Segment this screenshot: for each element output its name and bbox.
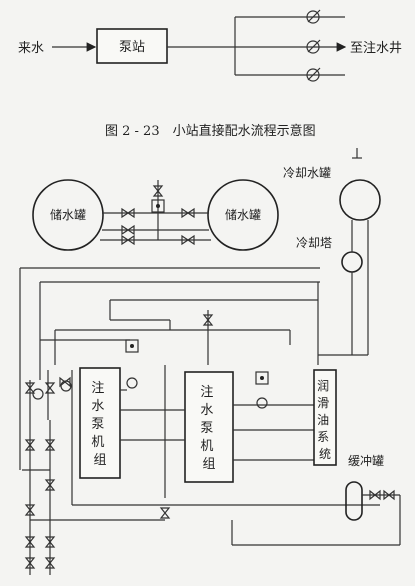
pressure-gauge-icon bbox=[126, 377, 138, 389]
gate-valve-icon bbox=[152, 185, 164, 197]
lube-char: 润 bbox=[317, 379, 329, 393]
lube-char: 滑 bbox=[317, 396, 329, 410]
pump-unit-2-char: 水 bbox=[200, 403, 213, 418]
pump-unit-1-char: 泵 bbox=[91, 417, 104, 432]
gate-valve-icon bbox=[121, 234, 135, 246]
storage-tank-left-label: 储水罐 bbox=[50, 207, 86, 222]
top-flow: 来水 泵站 至注水井 bbox=[18, 9, 402, 82]
gate-valve-icon bbox=[24, 382, 36, 394]
gate-valve-icon bbox=[44, 439, 56, 451]
pump-station-label: 泵站 bbox=[119, 40, 145, 55]
lube-char: 系 bbox=[317, 430, 329, 444]
buffer-tank-label: 缓冲罐 bbox=[348, 453, 384, 468]
gate-valve-icon bbox=[181, 234, 195, 246]
pump-station-box bbox=[96, 28, 168, 64]
lube-system-label: 润 滑 油 系 统 bbox=[317, 379, 333, 461]
gate-valve-icon bbox=[159, 507, 171, 519]
gate-valve-icon bbox=[202, 314, 214, 326]
buffer-tank bbox=[345, 481, 363, 521]
pump-unit-2-label: 注 水 泵 机 组 bbox=[200, 385, 217, 472]
gate-valve-icon bbox=[369, 489, 381, 501]
gate-valve-icon bbox=[44, 382, 56, 394]
flow-meter-icon bbox=[306, 9, 321, 24]
pump-unit-1-label: 注 水 泵 机 组 bbox=[91, 381, 108, 468]
lube-char: 统 bbox=[319, 447, 331, 461]
inflow-label: 来水 bbox=[18, 41, 44, 56]
cooling-tower-label: 冷却塔 bbox=[296, 236, 332, 250]
outflow-label: 至注水井 bbox=[350, 41, 402, 56]
meter-box-icon bbox=[125, 339, 139, 353]
cooling-tower bbox=[341, 251, 363, 273]
pump-unit-1-char: 注 bbox=[91, 381, 104, 396]
storage-tank-left bbox=[32, 179, 104, 251]
gate-valve-icon bbox=[44, 557, 56, 569]
meter-box-icon bbox=[151, 199, 165, 213]
gate-valve-icon bbox=[44, 479, 56, 491]
injection-pump-unit-2 bbox=[184, 371, 234, 483]
gate-valve-icon bbox=[59, 376, 71, 388]
cooling-water-tank-label: 冷却水罐 bbox=[283, 166, 331, 180]
gate-valve-icon bbox=[44, 536, 56, 548]
injection-pump-unit-1 bbox=[79, 367, 121, 479]
lube-char: 油 bbox=[317, 413, 329, 427]
pump-unit-2-char: 注 bbox=[200, 385, 213, 400]
gate-valve-icon bbox=[24, 536, 36, 548]
main-flow-diagram: 储水罐 储水罐 冷却水罐 冷却塔 bbox=[19, 148, 401, 575]
pressure-gauge-icon bbox=[32, 388, 44, 400]
pump-unit-2-char: 泵 bbox=[200, 421, 213, 436]
lube-oil-system bbox=[313, 369, 337, 466]
gate-valve-icon bbox=[24, 557, 36, 569]
pressure-gauge-icon bbox=[256, 397, 268, 409]
cooling-water-tank bbox=[339, 179, 381, 221]
gate-valve-icon bbox=[24, 439, 36, 451]
meter-box-icon bbox=[255, 371, 269, 385]
gate-valve-icon bbox=[383, 489, 395, 501]
pump-unit-1-char: 水 bbox=[91, 399, 104, 414]
pump-unit-2-char: 机 bbox=[200, 439, 213, 454]
flow-meter-icon bbox=[306, 39, 321, 54]
pump-unit-1-char: 机 bbox=[91, 435, 104, 450]
storage-tank-right-label: 储水罐 bbox=[225, 207, 261, 222]
pump-unit-1-char: 组 bbox=[93, 453, 106, 468]
gate-valve-icon bbox=[181, 207, 195, 219]
pump-unit-2-char: 组 bbox=[202, 457, 215, 472]
storage-tank-right bbox=[207, 179, 279, 251]
gate-valve-icon bbox=[121, 207, 135, 219]
figure-caption: 图 2 - 23 小站直接配水流程示意图 bbox=[105, 123, 316, 139]
gate-valve-icon bbox=[24, 504, 36, 516]
gate-valve-icon bbox=[121, 224, 135, 236]
flow-meter-icon bbox=[306, 67, 321, 82]
